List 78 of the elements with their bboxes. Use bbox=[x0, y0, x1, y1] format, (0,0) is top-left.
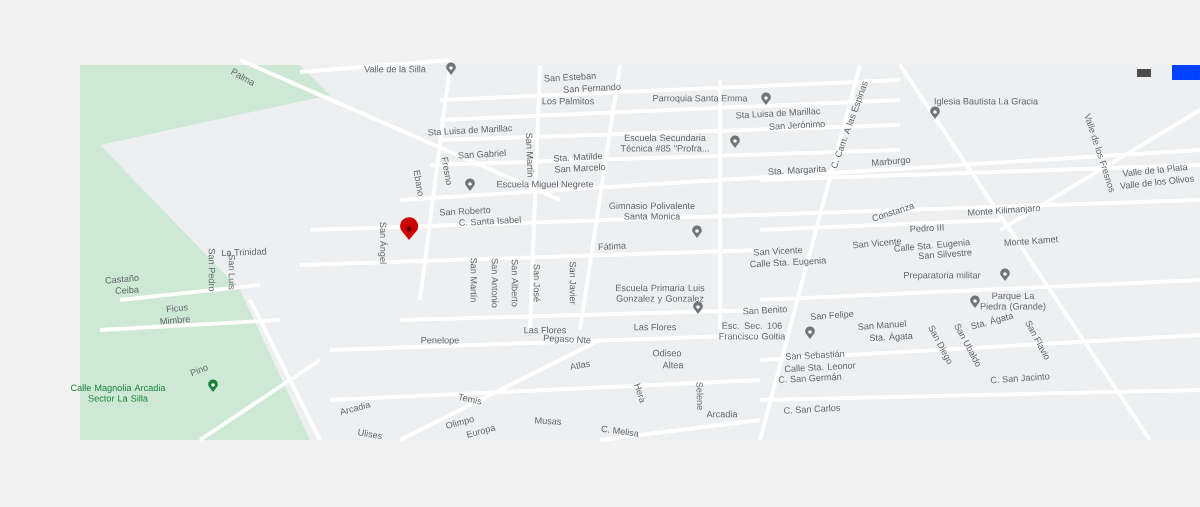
map-label: San Luis bbox=[228, 254, 236, 290]
map-label: San Alberto bbox=[511, 259, 519, 307]
map-label: Mimbre bbox=[160, 316, 190, 325]
map-label: San Vicente bbox=[754, 247, 803, 256]
map-label: Pegaso Nte bbox=[543, 334, 591, 344]
map-label: Los Palmitos bbox=[542, 97, 594, 105]
map-label: San Antonio bbox=[491, 258, 499, 308]
map-label: San Javier bbox=[569, 261, 577, 305]
map-label: C. San Germán bbox=[778, 373, 842, 383]
map-label: Las Flores bbox=[634, 323, 676, 331]
map-label: Ceiba bbox=[115, 286, 140, 294]
map-label: San Martín bbox=[470, 258, 478, 302]
map-label: Pedro III bbox=[910, 224, 944, 233]
map-label: Marburgo bbox=[871, 157, 911, 166]
map-label: Escuela Miguel Negrete bbox=[497, 180, 594, 190]
map-label: San Fernando bbox=[563, 83, 621, 93]
map-label: Fátima bbox=[598, 242, 627, 250]
map-label: San Benito bbox=[743, 305, 787, 315]
map-label: Calle Sta. Eugenia bbox=[750, 257, 827, 268]
map-label: Escuela Secundaria Técnica #85 "Profra... bbox=[620, 134, 709, 152]
map-label: Sta. Ágata bbox=[971, 314, 1014, 329]
map-label: Fresno bbox=[441, 157, 451, 185]
map-label: San Silvestre bbox=[918, 250, 972, 259]
map-label: San Flavio bbox=[1025, 320, 1049, 360]
map-label: Monte Kilimanjaro bbox=[968, 205, 1041, 216]
map-label: San Marcelo bbox=[554, 163, 606, 173]
map-label: Castaño bbox=[105, 274, 139, 284]
map-label: Sta. Margarita bbox=[768, 165, 827, 175]
map-label: Sta. Ágata bbox=[869, 331, 913, 342]
map-label: Selene bbox=[696, 382, 704, 410]
map-label: Sta. Matilde bbox=[554, 152, 603, 162]
map-label: C. San Jacinto bbox=[990, 373, 1050, 384]
map-label: Altea bbox=[662, 361, 684, 369]
map-label: Penelope bbox=[421, 336, 459, 346]
map-label: Valle de la Plata bbox=[1122, 164, 1188, 177]
map-label: San Felipe bbox=[810, 310, 854, 320]
map-label: San Manuel bbox=[858, 319, 906, 330]
map-label: Temis bbox=[459, 393, 482, 405]
map-label: Arcadia bbox=[340, 402, 371, 416]
map-label: Iglesia Bautista La Gracia bbox=[934, 97, 1039, 107]
map-label: Atlas bbox=[570, 361, 591, 370]
map-label: Sta Luisa de Marillac bbox=[736, 107, 821, 119]
map-label: La Trinidad bbox=[222, 247, 267, 256]
map-label: San Martín bbox=[525, 133, 534, 177]
map-label: C. San Carlos bbox=[784, 404, 841, 414]
map-label: Parroquia Santa Emma bbox=[653, 94, 748, 104]
map-label: Ulises bbox=[358, 429, 382, 440]
map-label: San Jerónimo bbox=[769, 120, 825, 130]
map-label: Calle Magnolia Arcadia Sector La Silla bbox=[71, 384, 166, 402]
map-label: C. Melisa bbox=[601, 425, 639, 437]
map-label: San Roberto bbox=[439, 207, 491, 216]
map-label: Parque La Piedra (Grande) bbox=[980, 292, 1046, 312]
map-label: San Diego bbox=[928, 325, 952, 364]
map-label: San Sebastián bbox=[785, 350, 845, 360]
map-label: C. Santa Isabel bbox=[459, 216, 521, 226]
map-label: Esc. Sec. 106 Francisco Goitia bbox=[719, 322, 786, 340]
map-label: Sta Luisa de Marillac bbox=[428, 124, 513, 136]
map-label: Monte Kamet bbox=[1004, 236, 1059, 246]
map-label: San Ángel bbox=[378, 222, 388, 264]
map-label: Gimnasio Polivalente Santa Monica bbox=[609, 202, 695, 220]
map-label: Arcadia bbox=[706, 410, 738, 418]
map-label: San Esteban bbox=[544, 72, 596, 82]
map-label: Las Flores bbox=[524, 326, 566, 334]
map-label: San Pedro bbox=[208, 248, 216, 292]
map-label: Preparatoria militar bbox=[904, 271, 981, 281]
map-label: Valle de la Silla bbox=[364, 65, 426, 73]
map-label: Odiseo bbox=[653, 349, 682, 357]
map-label: Valle de los Olivos bbox=[1119, 176, 1194, 189]
map-label: San José bbox=[533, 264, 541, 302]
map-label: Musas bbox=[535, 417, 562, 425]
map-label: Ebano bbox=[413, 170, 423, 196]
map-label: Valle de los Fresnos bbox=[1085, 113, 1114, 193]
map-label: Ficus bbox=[166, 305, 188, 313]
map-label: Calle Sta. Leonor bbox=[784, 363, 856, 372]
map-label: San Gabriel bbox=[458, 149, 506, 159]
map-label: Escuela Primaria Luis Gonzalez y Gonzalez bbox=[616, 284, 705, 304]
map-label: Pino bbox=[190, 365, 208, 377]
map-label: Hera bbox=[634, 383, 645, 404]
